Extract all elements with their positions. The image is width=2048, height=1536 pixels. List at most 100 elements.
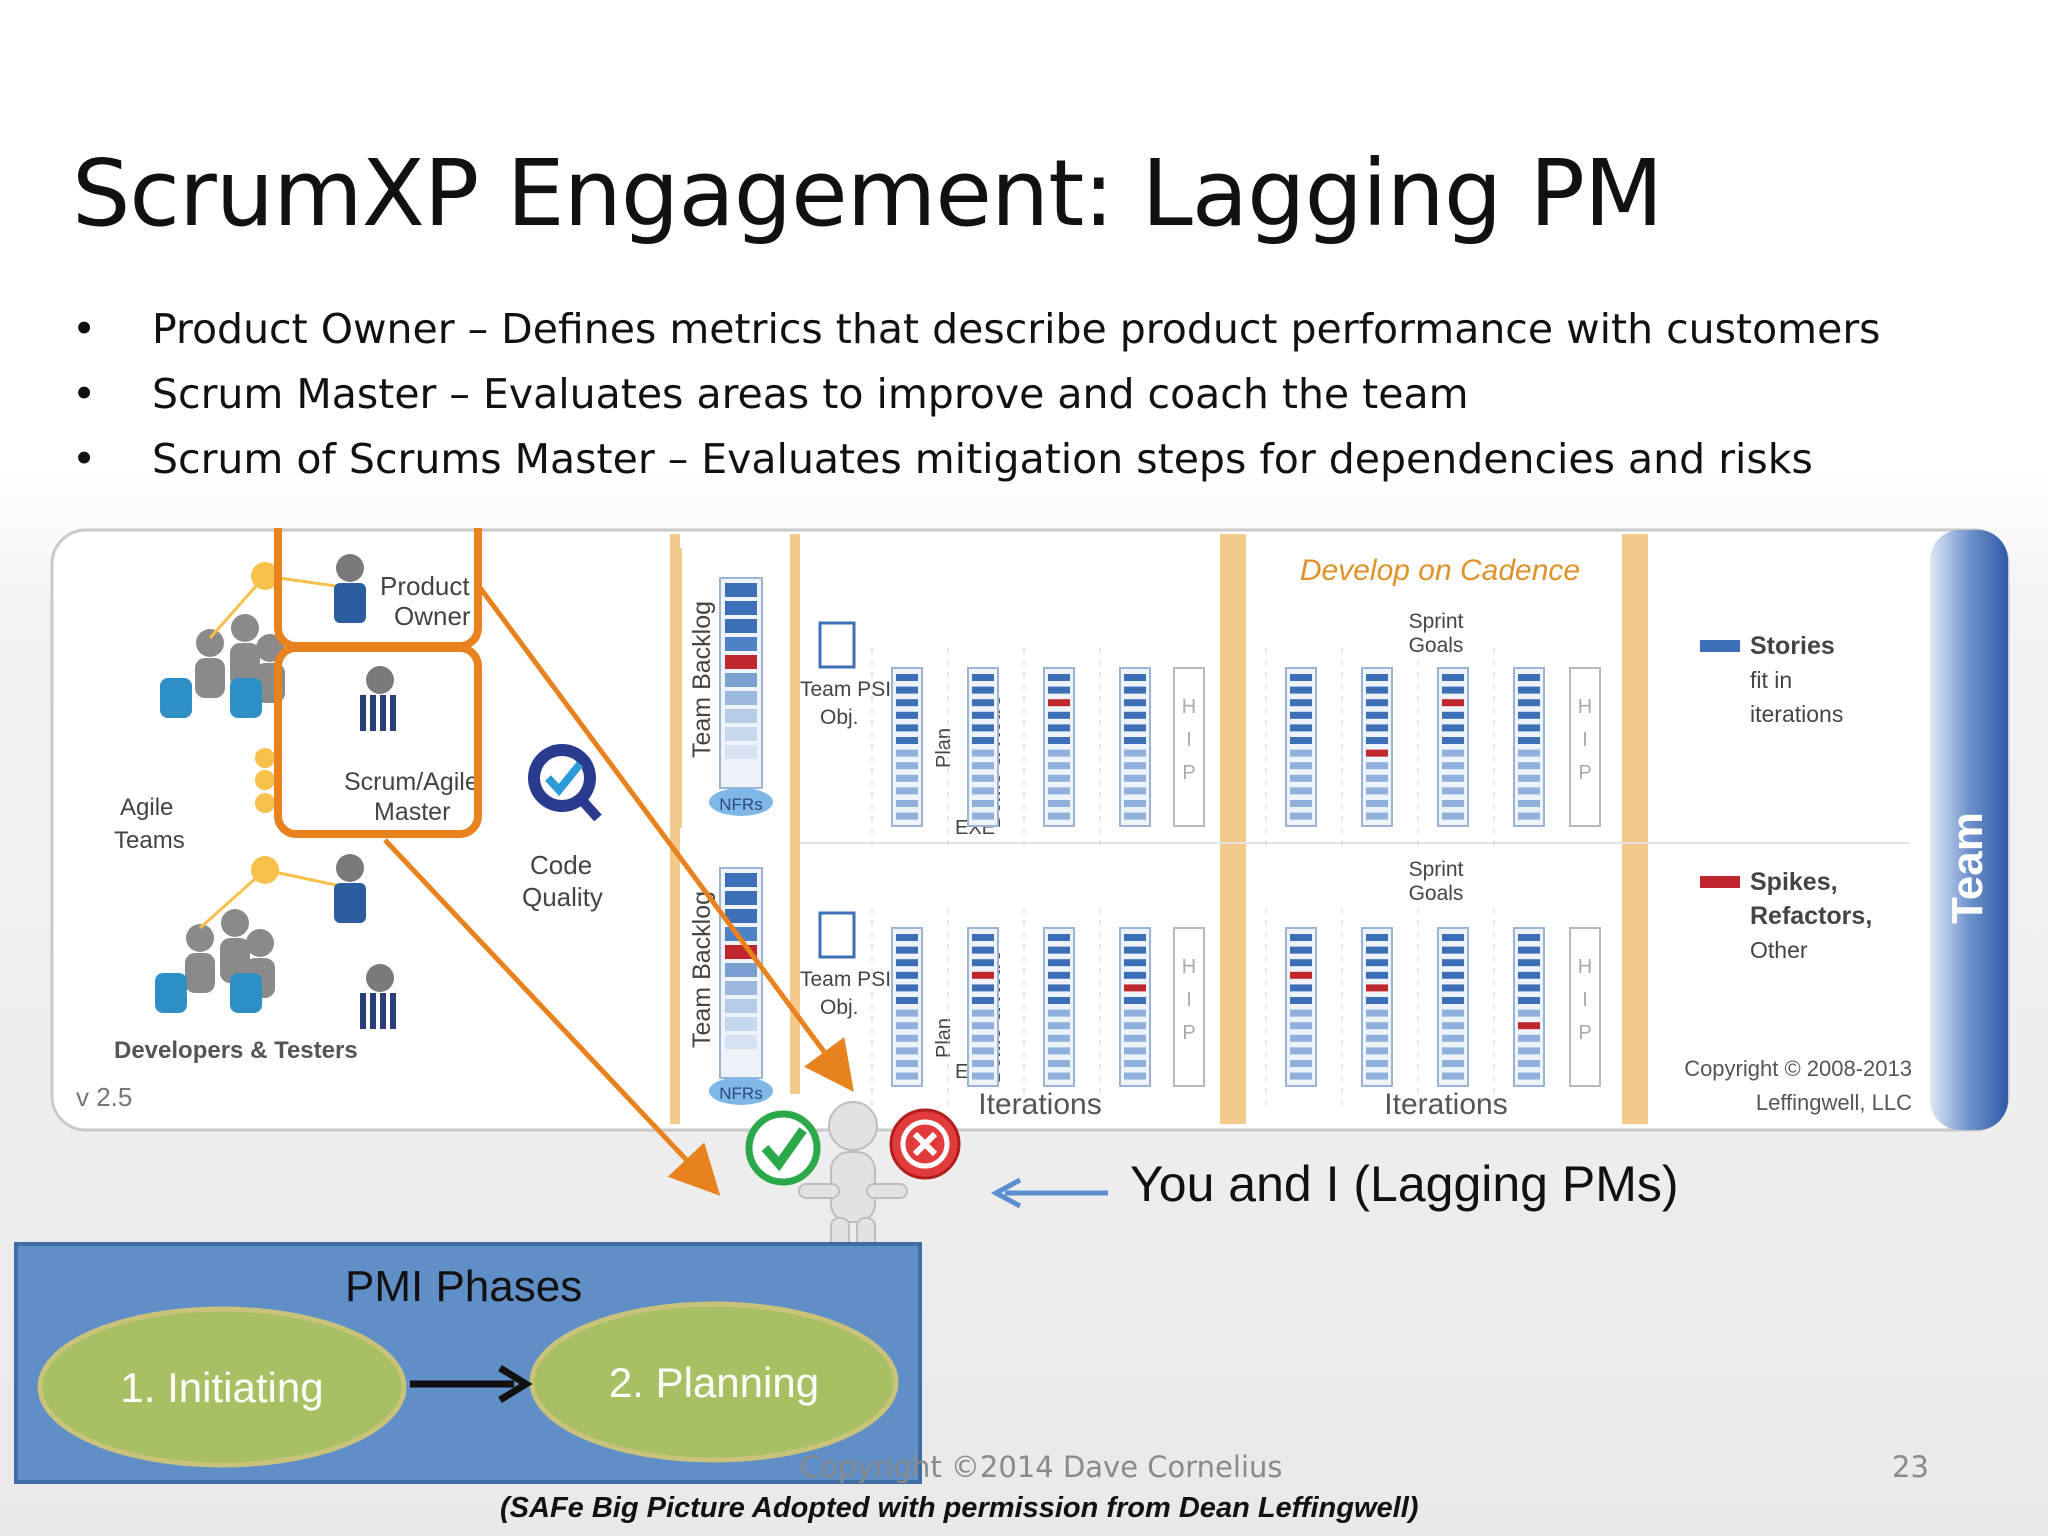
- bullet-glyph: •: [72, 370, 97, 418]
- story-bar: [1518, 762, 1540, 770]
- story-bar: [1124, 959, 1146, 967]
- story-bar: [1518, 787, 1540, 795]
- story-bar: [1124, 686, 1146, 694]
- story-bar: [1518, 984, 1540, 992]
- slide-title: ScrumXP Engagement: Lagging PM: [72, 140, 1663, 247]
- story-bar: [1518, 699, 1540, 707]
- story-bar: [1048, 1060, 1070, 1067]
- sprint-stack: [1361, 667, 1393, 827]
- product-owner-label: Owner: [394, 601, 471, 631]
- story-bar: [1442, 686, 1464, 694]
- story-bar: [896, 787, 918, 795]
- story-bar: [1290, 971, 1312, 979]
- story-bar: [1048, 800, 1070, 807]
- sprint-stack: [1437, 667, 1469, 827]
- story-bar: [896, 934, 918, 941]
- svg-text:P: P: [1182, 1022, 1195, 1044]
- story-bar: [972, 749, 994, 757]
- story-bar: [1124, 724, 1146, 732]
- svg-text:I: I: [1186, 989, 1192, 1011]
- team-psi-label: Obj.: [820, 706, 859, 729]
- story-bar: [972, 674, 994, 681]
- sprint-stack: [1043, 927, 1075, 1087]
- story-bar: [1048, 737, 1070, 744]
- sprint-stack: [1119, 927, 1151, 1087]
- scrum-master-highlight: [274, 644, 482, 838]
- story-bar: [1518, 724, 1540, 732]
- story-bar: [1366, 762, 1388, 770]
- story-bar: [1124, 800, 1146, 807]
- story-bar: [1366, 711, 1388, 719]
- story-bar: [1366, 787, 1388, 795]
- story-bar: [896, 762, 918, 770]
- story-bar: [1442, 711, 1464, 719]
- bullet-scrum-of-scrums: •Scrum of Scrums Master – Evaluates miti…: [72, 435, 1813, 483]
- story-bar: [1048, 774, 1070, 782]
- svg-text:H: H: [1182, 956, 1196, 978]
- story-bar: [1124, 787, 1146, 795]
- nfrs-label: NFRs: [719, 795, 762, 814]
- story-bar: [1366, 1047, 1388, 1055]
- story-bar: [972, 737, 994, 744]
- product-owner-label: Product: [380, 571, 470, 601]
- story-bar: [1366, 959, 1388, 967]
- sprint-stack: [1437, 927, 1469, 1087]
- team-psi-label: Team PSI: [800, 678, 891, 701]
- legend-spikes-swatch: [1700, 876, 1740, 888]
- sprint-stack: [1285, 927, 1317, 1087]
- story-bar: [896, 724, 918, 732]
- story-bar: [896, 971, 918, 979]
- cadence-band: [670, 534, 680, 1124]
- developers-testers-label: Developers & Testers: [114, 1037, 358, 1064]
- sprint-stack: [1361, 927, 1393, 1087]
- bullet-text: Scrum Master – Evaluates areas to improv…: [152, 370, 1469, 418]
- agile-teams-group: Agile Teams Developers & Testers v 2.5 P…: [76, 554, 479, 1112]
- story-bar: [1518, 686, 1540, 694]
- svg-text:H: H: [1182, 696, 1196, 718]
- story-bar: [1290, 800, 1312, 807]
- story-bar: [1290, 711, 1312, 719]
- team-psi-label: Obj.: [820, 996, 859, 1019]
- story-bar: [896, 686, 918, 694]
- product-owner-figure: [334, 554, 366, 623]
- sprint-goals-label: Goals: [1409, 634, 1464, 657]
- story-bar: [1048, 959, 1070, 967]
- sprint-goals-label: Goals: [1409, 882, 1464, 905]
- story-bar: [1366, 749, 1388, 757]
- story-bar: [1518, 1009, 1540, 1017]
- story-bar: [1442, 934, 1464, 941]
- story-bar: [1048, 724, 1070, 732]
- story-bar: [1124, 984, 1146, 992]
- story-bar: [1442, 1034, 1464, 1042]
- story-bar: [896, 997, 918, 1004]
- story-bar: [1518, 1034, 1540, 1042]
- story-bar: [1048, 1009, 1070, 1017]
- svg-text:H: H: [1578, 696, 1592, 718]
- story-bar: [972, 1022, 994, 1030]
- story-bar: [1442, 1009, 1464, 1017]
- team-bar: [1930, 530, 2008, 1130]
- story-bar: [1124, 737, 1146, 744]
- people-icon: [155, 909, 275, 1013]
- legend-stories-label: Stories: [1750, 632, 1835, 660]
- version-label: v 2.5: [76, 1082, 132, 1112]
- story-bar: [1442, 762, 1464, 770]
- product-owner-arrow: [475, 583, 854, 1093]
- story-bar: [1290, 812, 1312, 820]
- story-bar: [1442, 1047, 1464, 1055]
- story-bar: [972, 724, 994, 732]
- story-bar: [896, 699, 918, 707]
- story-bar: [1366, 934, 1388, 941]
- pmi-phases-title: PMI Phases: [345, 1262, 583, 1311]
- sprint-stack: [891, 667, 923, 827]
- story-bar: [1518, 1022, 1540, 1030]
- story-bar: [1048, 997, 1070, 1004]
- story-bar: [896, 749, 918, 757]
- cadence-band: [1622, 534, 1648, 1124]
- story-bar: [1048, 686, 1070, 694]
- svg-text:Refactors,: Refactors,: [1750, 902, 1872, 930]
- story-bar: [1290, 997, 1312, 1004]
- nfrs-label: NFRs: [719, 1084, 762, 1103]
- scrum-master-figure: [360, 964, 396, 1029]
- story-bar: [1366, 984, 1388, 992]
